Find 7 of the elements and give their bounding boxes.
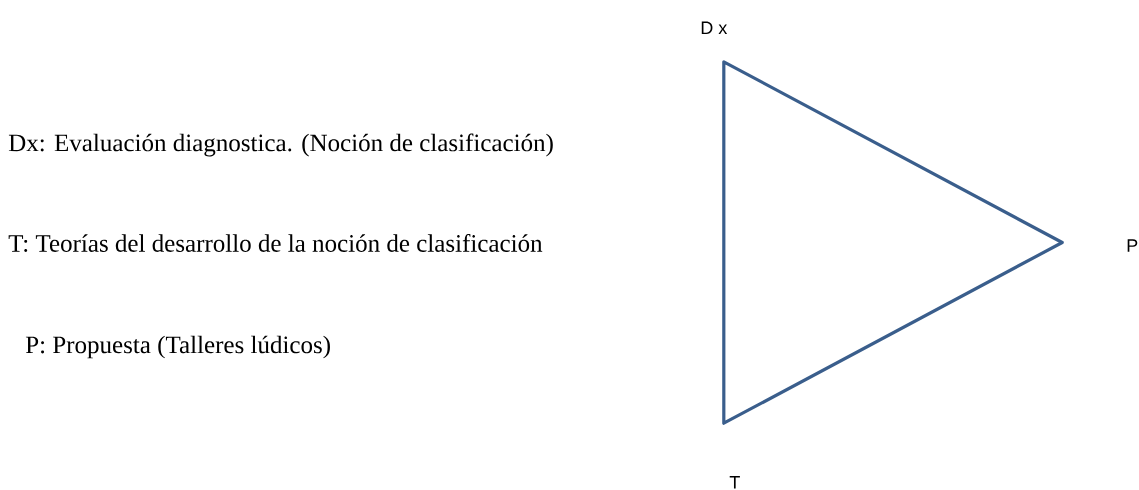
legend-text: T: Teorías del desarrollo de la noción de clasificación	[8, 234, 543, 252]
vertex-label: T	[729, 476, 740, 489]
triangle	[722, 60, 1064, 425]
vertex-label: P	[1127, 239, 1138, 252]
vertex-label: D x	[701, 21, 728, 34]
legend-text: P: Propuesta (Talleres lúdicos)	[25, 335, 330, 359]
legend-text: Dx: Evaluación diagnostica. (Noción de clasificación)	[8, 133, 553, 157]
